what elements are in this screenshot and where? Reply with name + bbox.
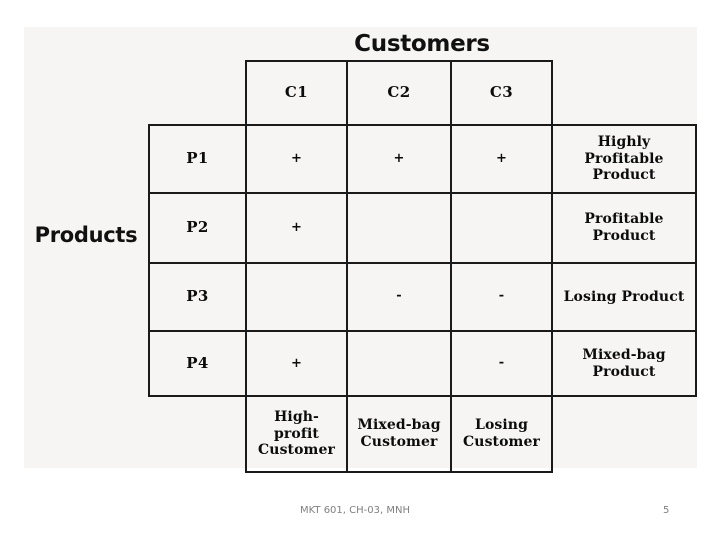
row-header-p1: P1	[148, 124, 247, 194]
cell-p1-c3: +	[450, 124, 553, 194]
matrix-row-p2: P2 + Profitable Product	[148, 192, 697, 264]
rows-axis-title: Products	[34, 223, 138, 247]
profitability-matrix: C1 C2 C3 P1 + + + Highly Profitable Prod…	[148, 60, 697, 473]
cell-p1-c2: +	[346, 124, 452, 194]
cell-p4-c2	[346, 330, 452, 397]
column-label-c2-line1: Mixed-bag	[357, 417, 441, 434]
row-header-p2: P2	[148, 192, 247, 264]
row-label-p2: Profitable Product	[551, 192, 697, 264]
column-label-c3-line1: Losing	[475, 417, 528, 434]
matrix-row-p1: P1 + + + Highly Profitable Product	[148, 124, 697, 194]
row-label-p4-line1: Mixed-bag	[582, 346, 666, 363]
cell-p1-c1: +	[245, 124, 348, 194]
row-label-p2-line2: Product	[592, 228, 656, 244]
row-header-p4: P4	[148, 330, 247, 397]
row-label-p1-line3: Product	[592, 167, 656, 184]
column-label-c1-line3: Customer	[258, 442, 335, 459]
cell-p2-c3	[450, 192, 553, 264]
row-label-p1-line2: Profitable	[584, 150, 664, 167]
column-label-c3: Losing Customer	[450, 395, 553, 473]
column-header-c2: C2	[346, 60, 452, 126]
column-label-c2-line2: Customer	[360, 434, 438, 450]
row-label-p2-line1: Profitable	[584, 211, 664, 228]
columns-axis-title: Customers	[354, 31, 490, 57]
row-label-p1: Highly Profitable Product	[551, 124, 697, 194]
matrix-row-p3: P3 - - Losing Product	[148, 261, 697, 332]
footer-page-number: 5	[663, 505, 670, 516]
matrix-row-p4: P4 + - Mixed-bag Product	[148, 329, 697, 397]
row-header-p3: P3	[148, 262, 247, 332]
row-label-p4-line2: Product	[592, 363, 656, 380]
corner-cell-top-left	[149, 61, 246, 125]
corner-cell-bottom-left	[149, 396, 246, 472]
column-label-c3-line2: Customer	[463, 434, 540, 450]
column-header-c3: C3	[450, 60, 553, 126]
corner-cell-bottom-right	[552, 396, 696, 472]
cell-p3-c3: -	[450, 261, 553, 331]
cell-p4-c1: +	[245, 330, 348, 397]
column-label-c1-line1: High-	[274, 409, 319, 426]
column-header-c1: C1	[245, 60, 348, 126]
column-label-c1: High- profit Customer	[245, 395, 348, 473]
row-label-p3-line1: Losing Product	[563, 288, 685, 305]
corner-cell-top-right	[552, 61, 696, 125]
footer-note: MKT 601, CH-03, MNH	[300, 505, 410, 516]
column-label-c2: Mixed-bag Customer	[346, 395, 452, 473]
row-label-p4: Mixed-bag Product	[551, 330, 697, 397]
matrix-header-row: C1 C2 C3	[149, 60, 696, 126]
row-label-p1-line1: Highly	[597, 134, 651, 151]
matrix-footer-row: High- profit Customer Mixed-bag Customer…	[149, 395, 696, 473]
cell-p2-c2	[346, 192, 452, 264]
slide-canvas: Customers Products C1 C2 C3 P1 + +	[24, 27, 697, 473]
cell-p2-c1: +	[245, 192, 348, 264]
cell-p3-c2: -	[346, 261, 452, 331]
column-label-c1-line2: profit	[274, 425, 319, 442]
cell-p3-c1	[245, 262, 348, 332]
row-label-p3: Losing Product	[551, 262, 697, 332]
cell-p4-c3: -	[450, 329, 553, 396]
